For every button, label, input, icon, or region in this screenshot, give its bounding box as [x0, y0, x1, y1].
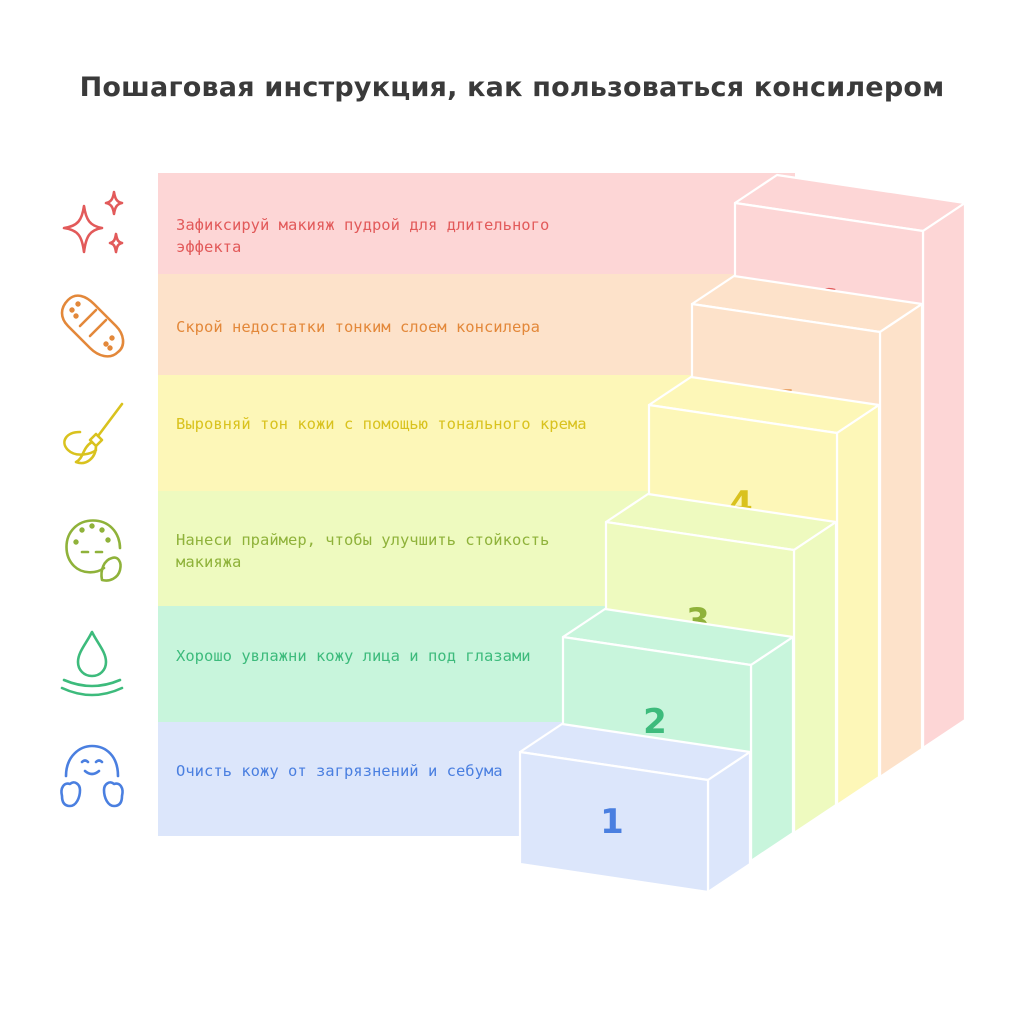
step-6-side-face	[921, 201, 967, 750]
band-2	[158, 606, 623, 722]
face-cream-icon	[65, 519, 122, 582]
band-label-3: Нанеси праймер, чтобы улучшить стойкость…	[176, 531, 550, 571]
band-4	[158, 375, 709, 491]
water-drop-icon	[60, 630, 124, 697]
band-1	[158, 722, 580, 836]
band-5	[158, 274, 752, 375]
band-label-2: Хорошо увлажни кожу лица и под глазами	[176, 647, 531, 665]
step-number-1: 1	[600, 802, 624, 842]
band-label-6: Зафиксируй макияж пудрой для длительного…	[176, 216, 550, 256]
band-label-1: Очисть кожу от загрязнений и себума	[176, 762, 503, 780]
step-5-side-face	[878, 302, 924, 779]
step-number-2: 2	[643, 702, 667, 742]
sparkles-icon	[62, 190, 124, 254]
bandage-icon	[60, 294, 125, 358]
band-label-4: Выровняй тон кожи с помощью тонального к…	[176, 415, 587, 433]
step-1-front-face	[518, 750, 710, 894]
band-3	[158, 491, 666, 606]
band-6	[158, 173, 795, 274]
step-2-side-face	[749, 635, 795, 863]
makeup-brush-icon	[63, 402, 124, 465]
page-title: Пошаговая инструкция, как пользоваться к…	[79, 72, 945, 103]
step-4-side-face	[835, 403, 881, 807]
smiling-face-hands-icon	[60, 744, 124, 808]
band-label-5: Скрой недостатки тонким слоем консилера	[176, 318, 540, 336]
step-3-side-face	[792, 520, 838, 835]
